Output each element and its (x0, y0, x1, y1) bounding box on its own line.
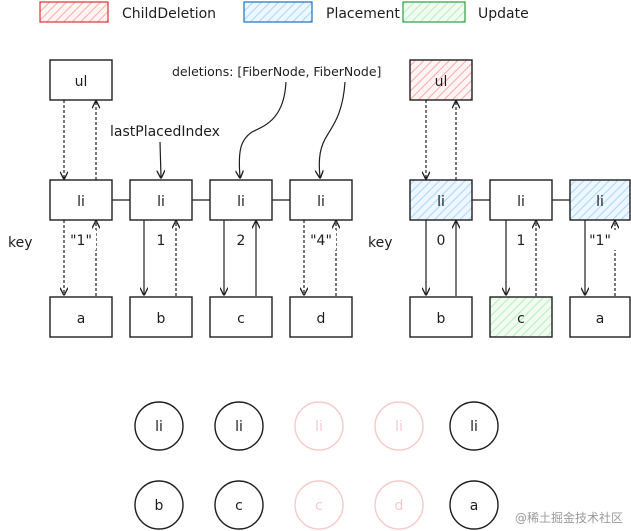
left-key-value-4: "4" (310, 233, 332, 249)
left-key-value-2: 1 (157, 233, 166, 249)
bottom-li-shape-5 (449, 401, 499, 451)
right-child-node-b (409, 296, 473, 338)
bottom-li-shape-1 (134, 401, 184, 451)
left-child-node-c (209, 296, 273, 338)
bottom-li-shape-3 (294, 401, 344, 451)
right-child-node-a (569, 296, 631, 338)
right-tree: ul li li li key 0 1 "1" b c a (368, 59, 631, 338)
left-key-bg-1 (66, 230, 96, 250)
bottom-child-shape-c (214, 480, 264, 530)
bottom-child-circle-c-faded: c (294, 480, 344, 530)
right-child-label-a: a (596, 311, 605, 327)
left-li-node-2 (129, 179, 193, 221)
watermark: @稀土掘金技术社区 (514, 511, 623, 525)
right-li-node-3 (569, 179, 631, 221)
last-placed-index-annotation: lastPlacedIndex (110, 124, 220, 140)
bottom-li-circle-3: li (294, 401, 344, 451)
bottom-child-row: b c c d a (134, 480, 499, 530)
legend: ChildDeletion Placement Update (39, 1, 529, 23)
legend-swatch-child-deletion (39, 1, 109, 23)
right-ul-label: ul (435, 74, 448, 90)
legend-label-update: Update (478, 6, 529, 22)
legend-label-child-deletion: ChildDeletion (122, 6, 216, 22)
bottom-li-label-1: li (155, 419, 163, 435)
left-child-label-d: d (317, 311, 326, 327)
legend-swatch-placement (243, 1, 313, 23)
right-ul-node (409, 59, 473, 101)
left-key-label: key (8, 235, 33, 251)
right-li-label-3: li (596, 194, 604, 210)
bottom-child-label-c-faded: c (315, 498, 323, 514)
right-li-node-1 (409, 179, 473, 221)
legend-item-placement: Placement (243, 1, 400, 23)
legend-item-update: Update (402, 1, 529, 23)
last-placed-index-arrow (160, 141, 161, 177)
bottom-li-circle-5: li (449, 401, 499, 451)
bottom-child-label-a: a (470, 498, 479, 514)
left-tree: ul li li li li key "1" 1 2 "4 (8, 59, 381, 338)
bottom-child-label-c: c (235, 498, 243, 514)
bottom-child-label-d-faded: d (395, 498, 404, 514)
left-child-node-a (49, 296, 113, 338)
bottom-li-circle-1: li (134, 401, 184, 451)
right-li-label-1: li (437, 194, 445, 210)
left-child-node-d (289, 296, 353, 338)
right-key-bg-1 (430, 230, 452, 250)
right-li-node-2 (489, 179, 553, 221)
deletions-arrow-to-li3 (239, 81, 287, 177)
bottom-li-shape-2 (214, 401, 264, 451)
bottom-child-circle-d-faded: d (374, 480, 424, 530)
left-key-bg-3 (230, 230, 252, 250)
left-ul-node (49, 59, 113, 101)
right-key-bg-3 (586, 230, 616, 250)
bottom-child-circle-c: c (214, 480, 264, 530)
bottom-child-circle-b: b (134, 480, 184, 530)
right-key-value-1: 0 (437, 233, 446, 249)
right-child-label-b: b (437, 311, 446, 327)
left-li-node-1 (49, 179, 113, 221)
bottom-child-circle-a: a (449, 480, 499, 530)
legend-swatch-update (402, 1, 466, 23)
right-key-value-2: 1 (517, 233, 526, 249)
left-child-label-b: b (157, 311, 166, 327)
left-key-value-1: "1" (70, 233, 92, 249)
left-li-label-3: li (237, 194, 245, 210)
left-li-label-4: li (317, 194, 325, 210)
bottom-li-label-2: li (235, 419, 243, 435)
left-li-node-3 (209, 179, 273, 221)
right-key-value-3: "1" (589, 233, 611, 249)
left-child-node-b (129, 296, 193, 338)
left-li-node-4 (289, 179, 353, 221)
bottom-child-shape-c-faded (294, 480, 344, 530)
bottom-child-shape-d-faded (374, 480, 424, 530)
right-li-label-2: li (517, 194, 525, 210)
left-key-bg-2 (150, 230, 172, 250)
left-key-value-3: 2 (237, 233, 246, 249)
bottom-li-circle-4: li (374, 401, 424, 451)
left-child-label-c: c (237, 311, 245, 327)
right-key-label: key (368, 235, 393, 251)
bottom-child-shape-b (134, 480, 184, 530)
bottom-li-shape-4 (374, 401, 424, 451)
bottom-li-row: li li li li li (134, 401, 499, 451)
left-child-label-a: a (77, 311, 86, 327)
bottom-child-shape-a (449, 480, 499, 530)
bottom-li-label-4: li (395, 419, 403, 435)
bottom-li-label-5: li (470, 419, 478, 435)
left-key-bg-4 (306, 230, 336, 250)
left-li-label-1: li (77, 194, 85, 210)
right-key-bg-2 (510, 230, 532, 250)
left-li-label-2: li (157, 194, 165, 210)
legend-item-child-deletion: ChildDeletion (39, 1, 216, 23)
legend-label-placement: Placement (326, 6, 400, 22)
left-ul-label: ul (75, 74, 88, 90)
deletions-annotation: deletions: [FiberNode, FiberNode] (172, 64, 381, 79)
bottom-li-label-3: li (315, 419, 323, 435)
bottom-child-label-b: b (155, 498, 164, 514)
bottom-li-circle-2: li (214, 401, 264, 451)
right-child-label-c: c (517, 311, 525, 327)
deletions-arrow-to-li4 (319, 81, 346, 177)
right-child-node-c (489, 296, 553, 338)
